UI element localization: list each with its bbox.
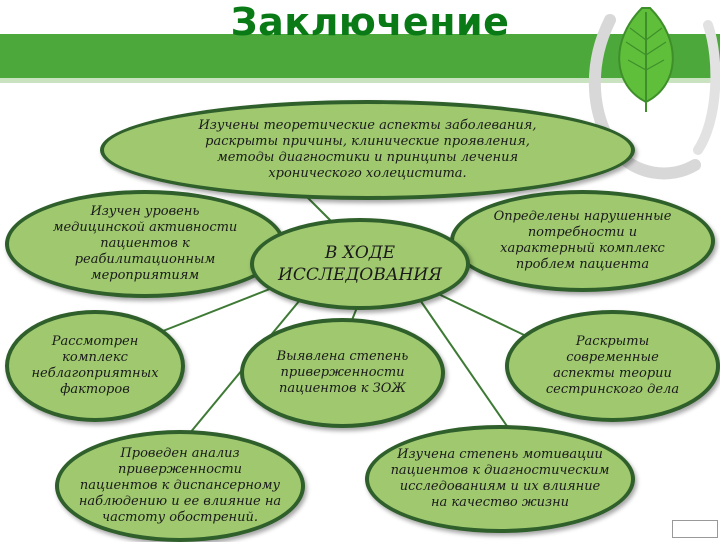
node-bottom-right-text: Изучена степень мотивации пациентов к ди… xyxy=(390,447,610,510)
slide-corner-box xyxy=(672,520,718,538)
node-bottom-right: Изучена степень мотивации пациентов к ди… xyxy=(365,425,635,533)
node-right-1-text: Определены нарушенные потребности и хара… xyxy=(493,209,672,272)
node-left-1: Изучен уровень медицинской активности па… xyxy=(5,190,285,298)
node-middle-text: Выявлена степень приверженности пациенто… xyxy=(276,349,409,396)
slide-title: Заключение xyxy=(230,0,510,44)
node-center: В ХОДЕ ИССЛЕДОВАНИЯ xyxy=(250,218,470,310)
node-middle: Выявлена степень приверженности пациенто… xyxy=(240,318,445,428)
node-right-2-text: Раскрыты современные аспекты теории сест… xyxy=(545,334,680,397)
header-band-stripe xyxy=(0,78,720,83)
node-top: Изучены теоретические аспекты заболевани… xyxy=(100,100,635,200)
node-left-2: Рассмотрен комплекс неблагоприятных факт… xyxy=(5,310,185,422)
node-bottom-left: Проведен анализ приверженности пациентов… xyxy=(55,430,305,542)
node-right-1: Определены нарушенные потребности и хара… xyxy=(450,190,715,292)
node-left-2-text: Рассмотрен комплекс неблагоприятных факт… xyxy=(31,334,159,397)
node-bottom-left-text: Проведен анализ приверженности пациентов… xyxy=(78,446,282,525)
node-left-1-text: Изучен уровень медицинской активности па… xyxy=(52,204,238,283)
node-top-text: Изучены теоретические аспекты заболевани… xyxy=(198,118,537,181)
node-right-2: Раскрыты современные аспекты теории сест… xyxy=(505,310,720,422)
node-center-text: В ХОДЕ ИССЛЕДОВАНИЯ xyxy=(278,243,442,285)
